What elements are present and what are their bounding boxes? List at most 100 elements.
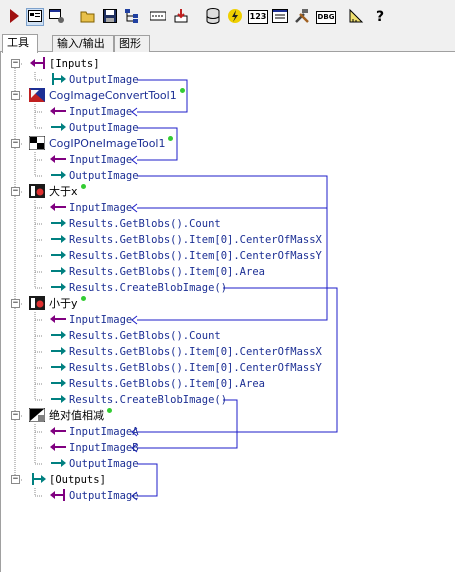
convert-tool-expander[interactable]: −	[11, 90, 20, 100]
tree-item-label: InputImage	[69, 202, 133, 214]
tab-input-output[interactable]: 输入/输出	[52, 35, 114, 52]
tree-item-output-image[interactable]: OutputImage	[49, 488, 139, 504]
tree-item-label: 小于y	[49, 297, 78, 310]
output-arrow-icon	[49, 281, 67, 295]
save-button[interactable]	[101, 8, 119, 26]
import-icon	[173, 8, 189, 27]
show-links-button[interactable]	[26, 8, 44, 26]
help-button[interactable]: ?	[371, 8, 389, 26]
open-button[interactable]	[79, 8, 97, 26]
outputs-expander[interactable]: −	[11, 474, 20, 484]
output-arrow-icon	[49, 393, 67, 407]
tree-item-output-image[interactable]: OutputImage	[49, 72, 139, 88]
debug-button[interactable]: DBG	[315, 8, 337, 26]
input-arrow-icon	[49, 153, 67, 167]
tree-item-input-image-a[interactable]: InputImageA	[49, 424, 139, 440]
output-arrow-icon	[49, 377, 67, 391]
inputs-expander[interactable]: −	[11, 58, 20, 68]
tree-node-abs-difference[interactable]: 绝对值相减	[29, 408, 112, 424]
status-ok-icon	[168, 136, 174, 141]
tool-tree-button[interactable]	[123, 8, 141, 26]
tree-item-label: InputImage	[69, 106, 133, 118]
tree-item-input-image-b[interactable]: InputImageB	[49, 440, 139, 456]
toolbar: 123 DBG ?	[0, 0, 455, 34]
output-arrow-icon	[49, 169, 67, 183]
numeric-display-button[interactable]: 123	[247, 8, 269, 26]
tree-item-label: OutputImage	[69, 122, 139, 134]
tree-item-label: CogIPOneImageTool1	[49, 137, 166, 150]
numeric-display-icon: 123	[247, 10, 269, 24]
tree-item-label: Results.GetBlobs().Item[0].Area	[69, 266, 265, 278]
input-arrow-icon	[49, 425, 67, 439]
blob-greater-expander[interactable]: −	[11, 186, 20, 196]
tree-item-input-image[interactable]: InputImage	[49, 312, 132, 328]
status-ok-icon	[80, 184, 86, 189]
ip-tool-expander[interactable]: −	[11, 138, 20, 148]
tree-node-blob-greater-x[interactable]: 大于x	[29, 184, 86, 200]
output-arrow-icon	[49, 361, 67, 375]
blob-tool-icon	[29, 184, 47, 199]
tree-item-center-of-mass-y[interactable]: Results.GetBlobs().Item[0].CenterOfMassY	[49, 248, 322, 264]
tree-item-create-blob-image[interactable]: Results.CreateBlobImage()	[49, 392, 227, 408]
input-arrow-icon	[49, 105, 67, 119]
status-ok-icon	[179, 88, 185, 93]
output-arrow-icon	[49, 345, 67, 359]
status-ok-icon	[80, 296, 86, 301]
abs-diff-expander[interactable]: −	[11, 410, 20, 420]
link-line	[137, 399, 238, 449]
output-arrow-icon	[49, 217, 67, 231]
help-icon: ?	[375, 9, 385, 25]
tree-node-inputs[interactable]: [Inputs]	[29, 56, 100, 72]
tree-item-center-of-mass-x[interactable]: Results.GetBlobs().Item[0].CenterOfMassX	[49, 232, 322, 248]
link-arrowhead	[131, 107, 138, 117]
tree-item-input-image[interactable]: InputImage	[49, 104, 132, 120]
link-arrowhead	[131, 491, 138, 501]
lightning-button[interactable]	[226, 8, 244, 26]
tree-item-label: Results.GetBlobs().Item[0].Area	[69, 378, 265, 390]
tree-item-output-image[interactable]: OutputImage	[49, 168, 139, 184]
ruler-button[interactable]	[347, 8, 365, 26]
settings-window-button[interactable]	[48, 8, 66, 26]
text-window-button[interactable]	[271, 8, 289, 26]
input-arrow-icon	[49, 489, 67, 503]
tab-graphics[interactable]: 图形	[114, 35, 150, 52]
tool-tree[interactable]: −[Inputs]OutputImage−CogImageConvertTool…	[0, 52, 455, 572]
tree-item-input-image[interactable]: InputImage	[49, 152, 132, 168]
tab-label: 工具	[7, 36, 29, 49]
tools-button[interactable]	[293, 8, 311, 26]
tree-item-label: OutputImage	[69, 490, 139, 502]
tree-item-blob-count[interactable]: Results.GetBlobs().Count	[49, 216, 221, 232]
import-button[interactable]	[172, 8, 190, 26]
run-button[interactable]	[5, 8, 23, 26]
tree-item-output-image[interactable]: OutputImage	[49, 456, 139, 472]
tab-tools[interactable]: 工具	[2, 34, 38, 53]
tree-item-input-image[interactable]: InputImage	[49, 200, 132, 216]
tree-item-blob-count[interactable]: Results.GetBlobs().Count	[49, 328, 221, 344]
tool-tree-icon	[124, 8, 140, 27]
output-arrow-icon	[49, 249, 67, 263]
blob-less-expander[interactable]: −	[11, 298, 20, 308]
dotted-line-button[interactable]	[149, 8, 167, 26]
tree-node-outputs[interactable]: [Outputs]	[29, 472, 106, 488]
output-arrow-icon	[49, 265, 67, 279]
tree-item-label: Results.GetBlobs().Item[0].CenterOfMassX	[69, 346, 322, 358]
tree-item-label: 大于x	[49, 185, 78, 198]
tree-item-label: [Inputs]	[49, 58, 100, 70]
open-folder-icon	[80, 9, 96, 26]
tree-item-create-blob-image[interactable]: Results.CreateBlobImage()	[49, 280, 227, 296]
tab-strip: 工具 输入/输出 图形	[0, 34, 455, 53]
dotted-line-icon	[149, 10, 167, 25]
database-button[interactable]	[204, 7, 222, 26]
tree-item-area[interactable]: Results.GetBlobs().Item[0].Area	[49, 264, 265, 280]
tree-node-cog-ip-one-image-tool[interactable]: CogIPOneImageTool1	[29, 136, 174, 152]
tree-node-blob-less-y[interactable]: 小于y	[29, 296, 86, 312]
tree-node-cog-image-convert-tool[interactable]: CogImageConvertTool1	[29, 88, 185, 104]
tree-item-label: OutputImage	[69, 74, 139, 86]
tree-item-area[interactable]: Results.GetBlobs().Item[0].Area	[49, 376, 265, 392]
inputs-icon	[29, 57, 47, 71]
tree-item-center-of-mass-x[interactable]: Results.GetBlobs().Item[0].CenterOfMassX	[49, 344, 322, 360]
tree-item-output-image[interactable]: OutputImage	[49, 120, 139, 136]
tree-item-center-of-mass-y[interactable]: Results.GetBlobs().Item[0].CenterOfMassY	[49, 360, 322, 376]
link-arrowhead	[131, 427, 138, 437]
tree-item-label: 绝对值相减	[49, 409, 104, 422]
